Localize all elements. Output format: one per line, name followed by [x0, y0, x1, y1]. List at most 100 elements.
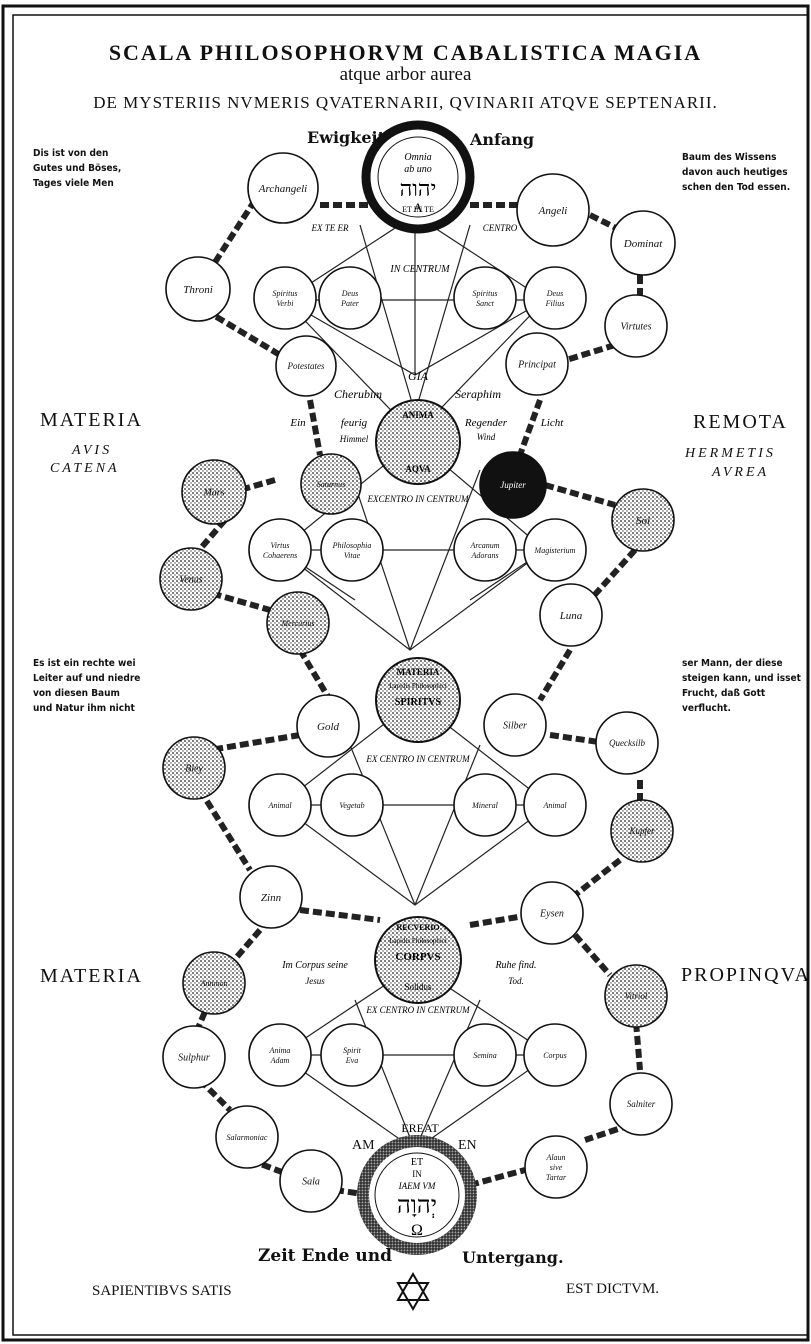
center4-sub: Lapidis Philosophici [389, 937, 447, 945]
bottom-center-ring: IN [412, 1169, 422, 1179]
label-ereat: EREAT [401, 1121, 439, 1135]
node-label-eysen: Eysen [539, 909, 564, 920]
node-saturnus: Saturnus [300, 453, 362, 515]
center3-spirit: SPIRITVS [395, 697, 442, 708]
node-label-gold: Gold [317, 721, 340, 733]
center4-corpus: CORPVS [395, 951, 440, 963]
center3-top: MATERIA [397, 667, 440, 677]
label-licht: Licht [540, 417, 565, 429]
label-ein: Ein [289, 417, 306, 429]
footer-en: EN [458, 1138, 477, 1153]
label-remota: REMOTA [693, 411, 788, 433]
node-label-deus_filius: Deus [546, 289, 563, 298]
node-mercurius: Mercurius [266, 591, 330, 655]
bottom-center-node: ET IN ΙΑΕΜ VM יְהוָה Ω [357, 1135, 477, 1255]
node-label-throni: Throni [183, 284, 213, 296]
node-label-potestates: Potestates [287, 361, 325, 371]
node-circle [453, 1023, 517, 1087]
node-vegetab: Vegetab [320, 773, 384, 837]
node-label-zinn: Zinn [261, 892, 282, 904]
node-label-mineral: Mineral [471, 801, 499, 810]
node-label-animal2: Animal [542, 801, 567, 810]
star-of-david-icon [396, 1271, 430, 1312]
center-node-4: RECVERIO Lapidis Philosophici CORPVS Sol… [374, 916, 462, 1004]
node-label-adam: Adam [270, 1056, 290, 1065]
footer-am: AM [352, 1138, 375, 1153]
node-circle [523, 518, 587, 582]
node-label-venus: Venus [179, 575, 202, 586]
top-center-hebrew: יהוה [400, 176, 437, 201]
label-in-centrum: IN CENTRUM [389, 264, 450, 275]
node-magisterium: Magisterium [523, 518, 587, 582]
node-circle [520, 881, 584, 945]
node-label-adorans: Adorans [470, 551, 498, 560]
node-circle [320, 773, 384, 837]
node-circle [182, 951, 246, 1015]
node-circle [247, 152, 319, 224]
side-text-left-top: Dis ist von den Gutes und Böses, Tages v… [33, 148, 122, 189]
node-label-deus_pater: Deus [341, 289, 358, 298]
center2-lower: AQVA [405, 464, 431, 474]
node-dominat: Dominat [610, 210, 676, 276]
node-bley: Bley [162, 736, 226, 800]
node-label-salarmo: Salarmoniac [227, 1133, 268, 1142]
node-mineral: Mineral [453, 773, 517, 837]
node-label-vitae: Vitae [344, 551, 361, 560]
node-circle [275, 335, 337, 397]
footer-dictum: EST DICTVM. [566, 1281, 660, 1297]
node-mars: Mars [181, 459, 247, 525]
node-label-verbi: Verbi [277, 299, 294, 308]
node-circle [253, 266, 317, 330]
node-label-alaun: Alaun [545, 1153, 565, 1162]
node-label-vitriol: Vitriol [625, 991, 648, 1001]
node-jupiter: Jupiter [479, 451, 547, 519]
node-circle [523, 266, 587, 330]
center-node-3: MATERIA Lapidis Philosophici SPIRITVS [375, 657, 461, 743]
center-node-2: ANIMA AQVA [375, 399, 461, 485]
node-label-philosophia: Philosophia [332, 541, 372, 550]
page-title: SCALA PHILOSOPHORVM CABALISTICA MAGIA [108, 40, 703, 65]
label-materia-1: MATERIA [40, 409, 143, 431]
node-circle [296, 694, 360, 758]
node-label-archangeli: Archangeli [258, 183, 307, 195]
node-circle [181, 459, 247, 525]
node-label-quecksilb: Quecksilb [609, 738, 645, 748]
node-virtutes: Virtutes [604, 294, 668, 358]
node-corpus: Corpus [523, 1023, 587, 1087]
label-avis: AVIS [72, 443, 113, 458]
footer-sapientibus: SAPIENTIBVS SATIS [92, 1283, 232, 1299]
node-eysen: Eysen [520, 881, 584, 945]
label-catena: CATENA [50, 461, 120, 476]
footer-untergang: Untergang. [462, 1248, 564, 1267]
label-ex-t: EX TE ER [311, 223, 349, 233]
node-circle [523, 1023, 587, 1087]
node-label-salniter: Salniter [627, 1099, 656, 1109]
label-himmel: Himmel [339, 434, 369, 444]
node-label-spiritus_verb: Spiritus [273, 289, 298, 298]
node-label-bley: Bley [185, 764, 203, 775]
node-label-sol: Sol [636, 515, 650, 527]
diagram-labels: EX TE ER CENTRO IN CENTRUM GIA Cherubim … [281, 223, 564, 1135]
node-label-dominat: Dominat [623, 238, 663, 250]
node-label-magisterium: Magisterium [534, 546, 576, 555]
node-circle [248, 518, 312, 582]
top-center-ring: ET IN TE [402, 205, 434, 214]
page-subtitle: atque arbor aurea [339, 64, 472, 85]
node-vitriol: Vitriol [604, 964, 668, 1028]
node-circle [505, 332, 569, 396]
node-circle [604, 294, 668, 358]
center2-top: ANIMA [402, 410, 434, 420]
label-ewigkeit: Ewigkeit [307, 128, 385, 147]
node-label-animal_L: Animal [267, 801, 292, 810]
node-label-semina: Semina [473, 1051, 497, 1060]
node-label-antimon: Antimon [199, 979, 227, 988]
node-label-virtutes: Virtutes [621, 322, 652, 333]
node-label-sanct: Sanct [476, 299, 495, 308]
node-label-spiritus_sanc: Spiritus [473, 289, 498, 298]
node-circle [453, 266, 517, 330]
node-label-cohaerens: Cohaerens [263, 551, 297, 560]
